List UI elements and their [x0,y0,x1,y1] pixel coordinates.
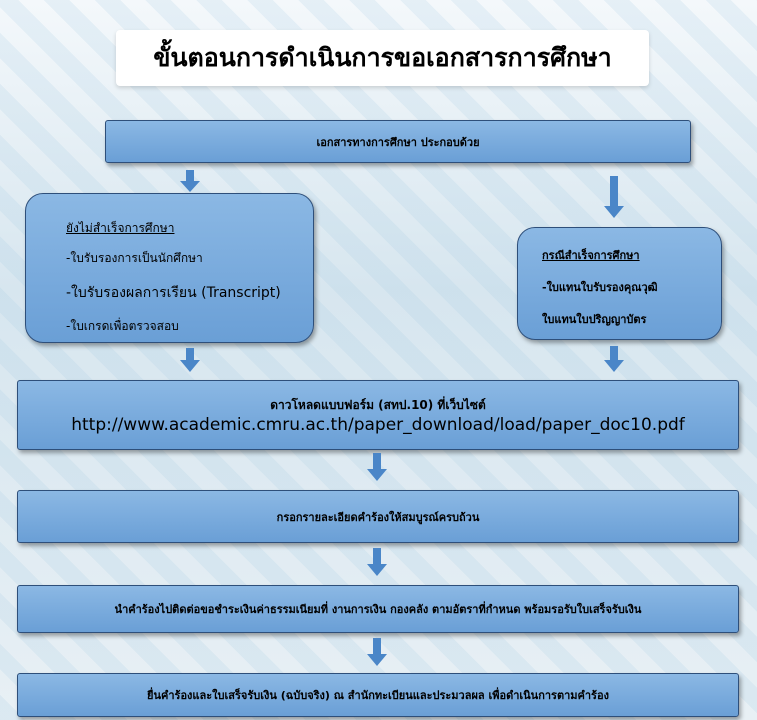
list-item: -ใบแทนใบรับรองคุณวุฒิ [542,281,658,294]
down-arrow-icon [180,170,200,192]
fill-form-label: กรอกรายละเอียดคำร้องให้สมบูรณ์ครบถ้วน [276,510,480,524]
down-arrow-icon [367,453,387,481]
documents-label: เอกสารทางการศึกษา ประกอบด้วย [316,135,480,149]
list-item: ใบแทนใบปริญญาบัตร [542,313,647,326]
down-arrow-icon [367,548,387,576]
down-arrow-icon [604,346,624,372]
fill-form-box: กรอกรายละเอียดคำร้องให้สมบูรณ์ครบถ้วน [17,490,739,543]
down-arrow-icon [180,348,200,372]
payment-label: นำคำร้องไปติดต่อขอชำระเงินค่าธรรมเนียมที… [114,603,642,616]
title-box: ขั้นตอนการดำเนินการขอเอกสารการศึกษา [116,30,649,86]
not-graduated-heading: ยังไม่สำเร็จการศึกษา [66,221,175,235]
down-arrow-icon [604,176,624,218]
payment-box: นำคำร้องไปติดต่อขอชำระเงินค่าธรรมเนียมที… [17,585,739,633]
graduated-box: กรณีสำเร็จการศึกษา -ใบแทนใบรับรองคุณวุฒิ… [517,227,722,340]
list-item: -ใบเกรดเพื่อตรวจสอบ [66,319,179,333]
list-item: -ใบรับรองผลการเรียน (Transcript) [66,285,281,301]
list-item: -ใบรับรองการเป็นนักศึกษา [66,251,203,265]
documents-box: เอกสารทางการศึกษา ประกอบด้วย [105,120,691,163]
down-arrow-icon [367,638,387,666]
download-form-box: ดาวโหลดแบบฟอร์ม (สทป.10) ที่เว็บไซต์ htt… [17,380,739,450]
graduated-heading: กรณีสำเร็จการศึกษา [542,249,640,262]
submit-label: ยื่นคำร้องและใบเสร็จรับเงิน (ฉบับจริง) ณ… [147,689,609,702]
submit-box: ยื่นคำร้องและใบเสร็จรับเงิน (ฉบับจริง) ณ… [17,673,739,717]
page-title: ขั้นตอนการดำเนินการขอเอกสารการศึกษา [153,43,612,72]
form-url-link[interactable]: http://www.academic.cmru.ac.th/paper_dow… [71,414,685,435]
download-label: ดาวโหลดแบบฟอร์ม (สทป.10) ที่เว็บไซต์ [270,397,486,412]
not-graduated-box: ยังไม่สำเร็จการศึกษา -ใบรับรองการเป็นนัก… [25,193,314,343]
